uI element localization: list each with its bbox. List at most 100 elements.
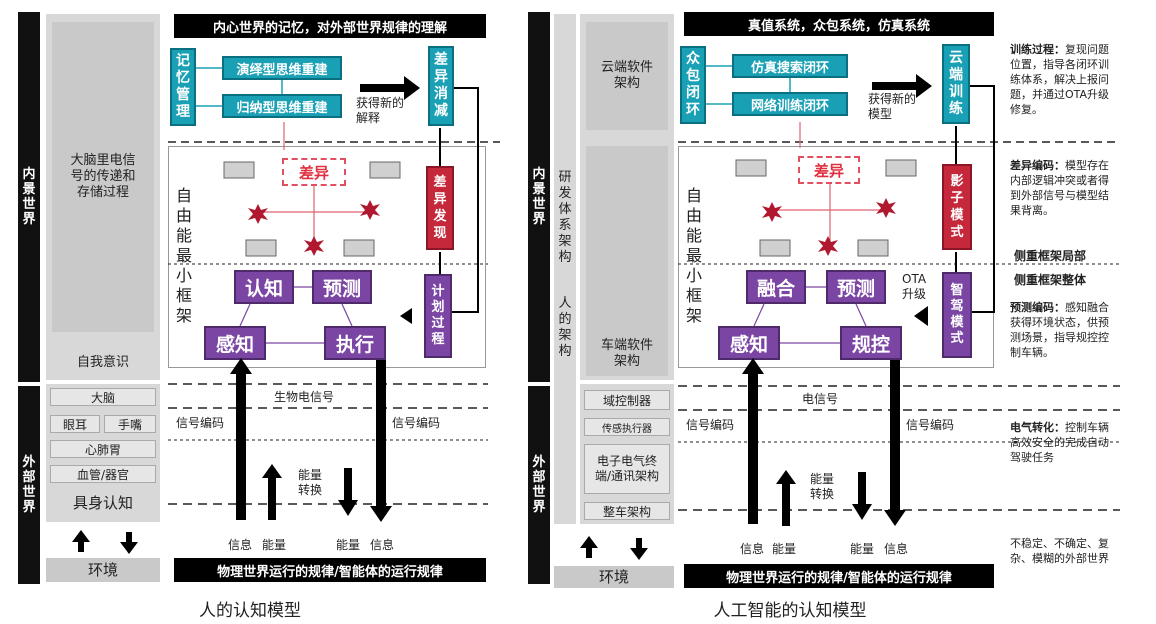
left-diff-reduce: 差异消减 [428,46,454,126]
right-perceive-box: 感知 [718,326,780,360]
left-framework-box [168,146,486,368]
right-panel: 内景世界 外部世界 研发体系架构 人的架构 云端软件架构 车端软件架构 域控制器… [520,0,1156,624]
note-local: 侧重框架局部 [1014,249,1087,263]
left-energy-left: 能量 [262,538,287,552]
right-diff-box: 差异 [798,156,860,184]
left-perceive-box: 感知 [204,326,266,360]
note-diffenc-body: 模型存在内部逻辑冲突或者得到外部信号与模型结果背离。 [1010,159,1109,217]
left-body-vessels: 血管/器官 [50,465,156,483]
left-framework-label: 自由能最小框架 [174,186,194,326]
left-new-explain-text: 获得新的解释 [356,96,405,125]
right-new-model-text: 获得新的模型 [868,92,917,121]
note-elec-body: 控制车辆高效安全的完成自动驾驶任务 [1010,421,1109,464]
left-memory-mgmt: 记忆管理 [170,48,196,126]
left-star-2 [360,200,380,220]
left-cognition-box: 认知 [234,270,294,304]
right-top-bar: 真值系统，众包系统，仿真系统 [684,12,994,36]
right-new-model: 获得新的模型 [868,92,924,122]
right-car-sw: 车端软件架构 [586,146,668,376]
left-embodied: 具身认知 [72,494,133,512]
right-domain-ctrl: 域控制器 [584,390,670,410]
left-star-3 [304,236,324,256]
left-energy-convert-text: 能量转换 [297,468,322,497]
left-info-right: 信息 [370,538,395,552]
right-caption: 人工智能的认知模型 [713,601,867,621]
right-shadow-mode: 影子模式 [942,164,972,250]
right-cloud-train: 云端训练 [942,44,970,124]
right-car-sw-text: 车端软件架构 [600,338,653,369]
right-vehicle-arch: 整车架构 [584,502,670,520]
right-outer-world-label: 外部世界 [532,455,546,515]
note-elec-title: 电气转化： [1010,421,1065,434]
left-body-brain: 大脑 [50,388,156,406]
right-smart-drive: 智驾模式 [942,272,972,358]
note-train-body: 复现问题位置，指导各闭环训练体系，解决上报问题，并通过OTA升级修复。 [1010,43,1110,116]
right-ota-text: OTA升级 [902,272,927,301]
right-human-arch: 人的架构 [558,296,572,360]
left-energy-convert: 能量转换 [296,468,324,498]
note-diffenc: 差异编码：模型存在内部逻辑冲突或者得到外部信号与模型结果背离。 [1010,158,1118,218]
right-shadow-mode-text: 影子模式 [950,174,964,240]
right-info-left: 信息 [740,542,765,556]
right-signal-encode-right: 信号编码 [906,418,955,432]
left-body-hand-mouth: 手嘴 [104,415,156,433]
right-cloud-sw-text: 云端软件架构 [600,60,653,91]
left-big-arrow [360,76,420,100]
left-inner-world-label: 内景世界 [22,167,36,227]
right-cloud-sw: 云端软件架构 [586,22,668,130]
left-body-organs: 心肺胃 [50,440,156,458]
right-cloud-train-text: 云端训练 [949,50,963,117]
left-execute-box: 执行 [324,326,386,360]
right-crowd-loop: 众包闭环 [680,46,706,124]
right-env-box: 环境 [554,566,674,588]
right-outer-world-bar: 外部世界 [528,386,550,584]
right-elec-signal: 电信号 [802,392,839,406]
right-diagram-lines [580,65,1120,560]
right-inner-world-bar: 内景世界 [528,12,550,382]
left-bottom-bar: 物理世界运行的规律/智能体的运行规律 [174,558,486,582]
note-train: 训练过程：复现问题位置，指导各闭环训练体系，解决上报问题，并通过OTA升级修复。 [1010,42,1118,117]
right-mini-box-1 [735,159,767,177]
left-inner-world-bar: 内景世界 [18,12,40,382]
right-energy-left: 能量 [772,542,797,556]
left-self-awareness: 自我意识 [76,355,129,370]
left-energy-right: 能量 [336,538,361,552]
right-mini-box-2 [885,159,917,177]
right-net-train: 网络训练闭环 [732,92,848,116]
left-mini-box-1 [223,161,255,179]
left-info-left: 信息 [228,538,253,552]
right-mini-box-4 [857,239,889,257]
right-info-right: 信息 [884,542,909,556]
note-uncertain: 不稳定、不确定、复杂、模糊的外部世界 [1010,537,1109,565]
left-diff-found-text: 差异发现 [433,175,447,241]
left-diff-box: 差异 [282,158,346,186]
right-sim-search: 仿真搜索闭环 [732,54,848,78]
right-big-arrow [872,74,932,98]
left-signal-encode-left: 信号编码 [176,416,225,430]
left-predict-box: 预测 [312,270,372,304]
left-diagram-lines [72,67,500,554]
left-env-box: 环境 [46,558,160,582]
right-ee-arch-text: 电子电气终端/通讯架构 [594,454,660,483]
right-star-3 [818,236,838,256]
left-outer-world-label: 外部世界 [22,455,36,515]
left-memory-mgmt-text: 记忆管理 [176,53,190,120]
left-framework-text: 自由能最小框架 [175,186,192,325]
left-mini-box-4 [343,239,375,257]
right-signal-encode-left: 信号编码 [686,418,735,432]
right-smart-drive-text: 智驾模式 [950,283,964,346]
right-star-1 [762,202,782,222]
left-star-1 [248,204,268,224]
right-energy-right: 能量 [850,542,875,556]
left-caption: 人的认知模型 [199,601,301,621]
right-framework-text: 自由能最小框架 [685,186,702,325]
left-plan-box: 计划过程 [424,274,452,358]
left-deductive-box: 演绎型思维重建 [222,56,342,80]
note-global: 侧重框架整体 [1014,273,1087,287]
note-elec: 电气转化：控制车辆高效安全的完成自动驾驶任务 [1010,420,1118,465]
left-top-bar: 内心世界的记忆，对外部世界规律的理解 [174,14,486,38]
left-mini-box-2 [369,161,401,179]
left-diff-reduce-text: 差异消减 [434,52,448,119]
left-diff-found: 差异发现 [426,166,454,250]
right-rd-column [554,14,576,524]
